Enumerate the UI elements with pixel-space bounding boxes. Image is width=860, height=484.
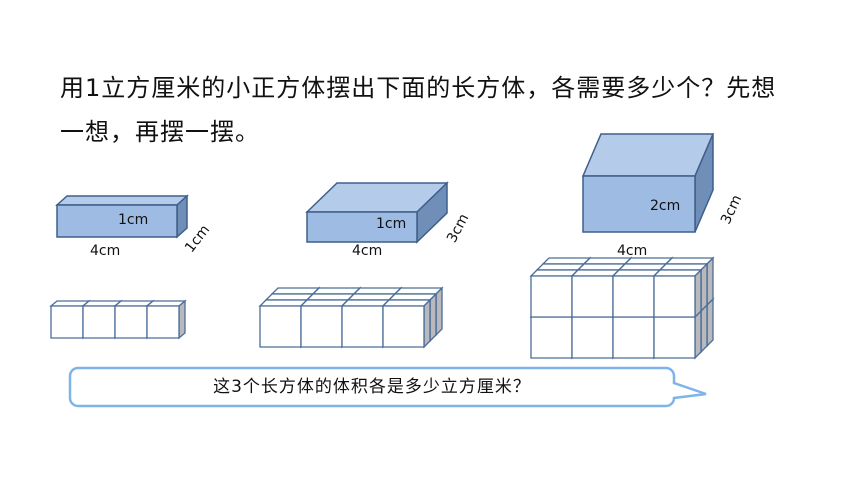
question-text: 用1立方厘米的小正方体摆出下面的长方体，各需要多少个？先想一想，再摆一摆。 bbox=[60, 74, 777, 146]
box2-length-label: 4cm bbox=[352, 243, 383, 259]
box3-length-label: 4cm bbox=[617, 243, 648, 259]
unit-cube-front bbox=[382, 305, 425, 348]
unit-cube-front bbox=[653, 275, 696, 318]
box2-height-label: 1cm bbox=[376, 216, 407, 232]
box1-height-label: 1cm bbox=[118, 212, 149, 228]
box-4x1x1 bbox=[55, 194, 189, 239]
box3-height-label: 2cm bbox=[650, 198, 681, 214]
unit-cube-front bbox=[146, 305, 180, 339]
box1-length-label: 4cm bbox=[90, 243, 121, 259]
box-4x3x2 bbox=[581, 133, 715, 233]
volume-question: 这3个长方体的体积各是多少立方厘米？ bbox=[213, 377, 531, 397]
box-4x3x1 bbox=[305, 181, 449, 244]
